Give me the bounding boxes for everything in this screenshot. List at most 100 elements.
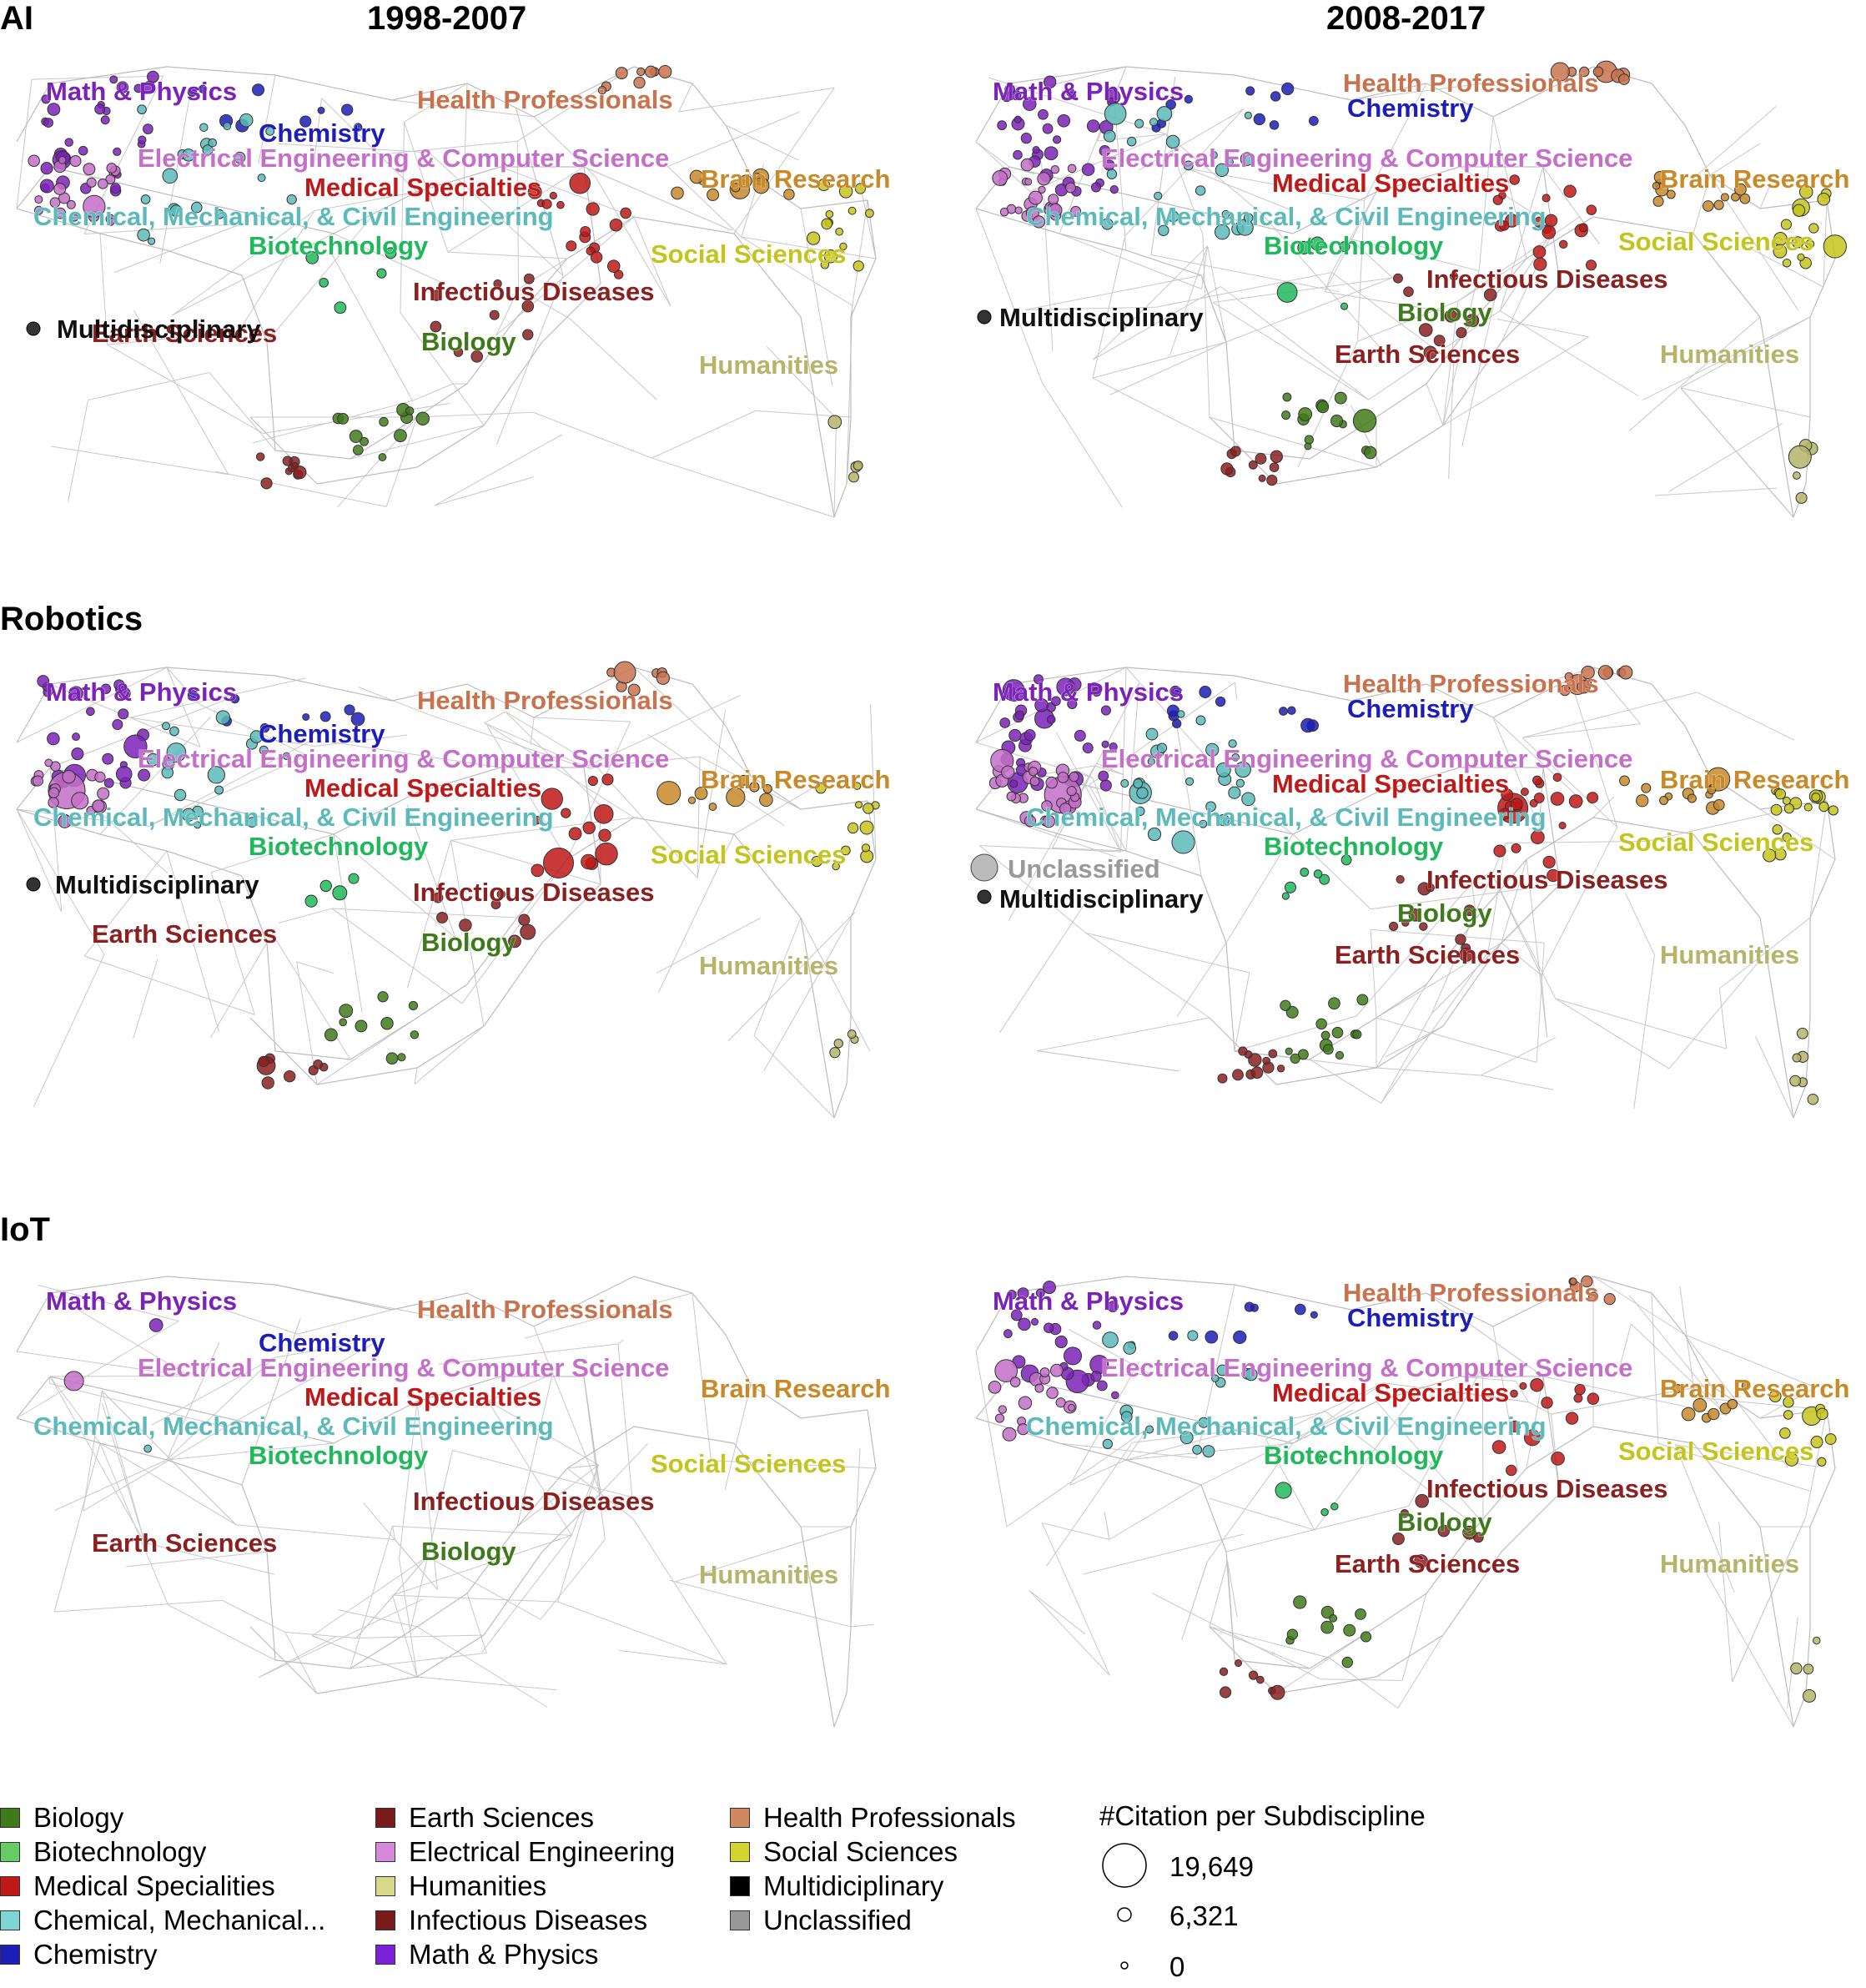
subdiscipline-node [829,1047,841,1059]
subdiscipline-node [1577,680,1591,694]
network-edge [266,341,276,451]
network-edge [113,223,243,273]
network-edge [333,191,418,234]
legend-label: Social Sciences [763,1836,958,1867]
subdiscipline-node [1126,136,1137,147]
network-edge [533,411,652,459]
subdiscipline-node [1592,66,1604,78]
subdiscipline-node [1145,727,1159,741]
network-edge [725,124,799,161]
network-edge [1029,1590,1086,1635]
multidisciplinary-marker [26,877,41,892]
subdiscipline-node [1195,715,1206,726]
network-edge [1029,1590,1110,1676]
network-edge [83,1426,226,1512]
network-edge [697,756,701,878]
network-edge [1200,274,1227,343]
network-edge [1212,277,1393,303]
subdiscipline-node [1050,696,1061,707]
subdiscipline-node [1565,1412,1579,1425]
network-edge [1275,1626,1377,1694]
subdiscipline-node [43,118,53,128]
network-edge [400,312,485,426]
subdiscipline-node [350,712,365,727]
network-edge [975,1292,1010,1352]
network-edge [49,1376,101,1444]
network-edge [274,1659,351,1669]
subdiscipline-node [1165,134,1180,149]
subdiscipline-node [606,259,621,273]
subdiscipline-node [590,251,603,264]
network-edge [525,1292,693,1339]
network-edge [1376,942,1502,1019]
network-edge [1592,1276,1652,1294]
network-edge [669,1579,852,1628]
subdiscipline-node [1741,1381,1751,1391]
subdiscipline-node [110,183,121,194]
network-edge [495,216,635,336]
region-label-biotech: Biotechnology [249,231,429,260]
subdiscipline-node [1360,1631,1372,1643]
subdiscipline-node [1533,257,1547,271]
subdiscipline-node [1569,1277,1577,1286]
network-edge [1227,1560,1238,1618]
subdiscipline-node [83,163,96,176]
legend-swatch [0,1876,20,1896]
network-edge [1592,1276,1686,1336]
subdiscipline-node [324,1028,338,1042]
citation-legend-title: #Citation per Subdiscipline [1099,1800,1426,1831]
subdiscipline-node [115,766,133,783]
subdiscipline-node [353,123,363,132]
subdiscipline-node [1154,191,1163,200]
network-edge [399,1401,418,1559]
network-edge [733,233,802,318]
subdiscipline-node [103,778,114,788]
subdiscipline-node [1244,111,1252,119]
subdiscipline-node [1824,1433,1837,1445]
subdiscipline-node [161,766,174,779]
network-edge [1200,875,1227,944]
network-edge [166,249,243,276]
subdiscipline-node [94,103,106,115]
region-label-social: Social Sciences [1618,1437,1813,1466]
subdiscipline-node [587,775,598,787]
network-edge [1579,216,1600,244]
subdiscipline-node [1240,152,1255,166]
network-edge [1442,942,1502,1027]
network-edge [733,88,835,234]
region-label-human: Humanities [699,1560,838,1589]
network-edge [1492,717,1540,828]
subdiscipline-node [1045,776,1058,789]
subdiscipline-node [146,752,160,767]
subdiscipline-node [1542,855,1556,869]
subdiscipline-node [1558,239,1568,249]
subdiscipline-node [1586,204,1597,215]
network-edge [434,434,563,506]
network-edge [1151,1593,1320,1680]
subdiscipline-node [1287,706,1296,715]
subdiscipline-node [181,808,196,822]
network-edge [495,289,519,336]
subdiscipline-node [1653,170,1667,184]
subdiscipline-node [207,766,225,784]
region-label-medical: Medical Specialties [1272,169,1509,198]
network-edge [331,908,463,1004]
region-label-bio: Biology [421,1537,516,1566]
subdiscipline-node [1805,239,1815,249]
subdiscipline-node [1659,795,1669,805]
subdiscipline-node [1107,1301,1119,1312]
subdiscipline-node [1692,1398,1708,1412]
subdiscipline-node [1491,1440,1506,1454]
network-edge [1202,234,1210,418]
subdiscipline-node [644,65,657,78]
subdiscipline-node [1339,241,1350,253]
network-edge [49,1376,334,1444]
network-edge [1625,893,1655,956]
network-edge [1749,248,1824,288]
subdiscipline-node [1172,718,1182,728]
network-edge [392,1525,572,1536]
subdiscipline-node [62,769,76,784]
network-edge [16,1321,179,1419]
subdiscipline-node [1276,282,1298,303]
